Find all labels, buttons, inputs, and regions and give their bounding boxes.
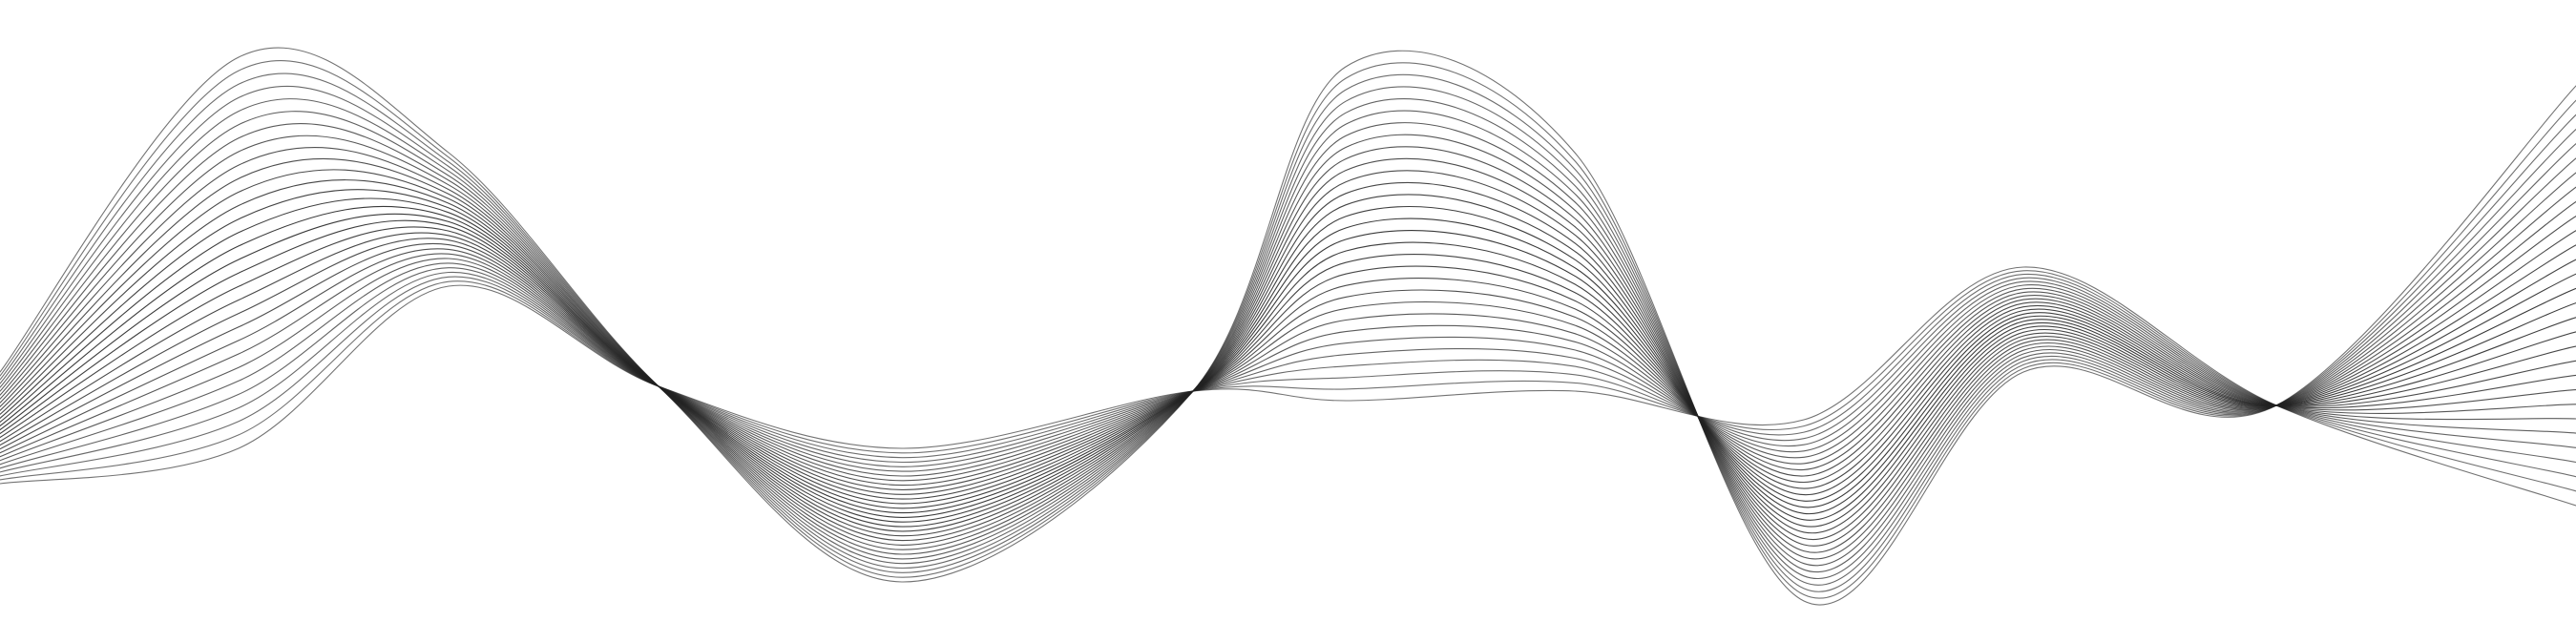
wave-line: [0, 146, 2576, 553]
wave-line: [0, 270, 2576, 492]
wave-line: [0, 85, 2576, 586]
wave-line: [0, 253, 2576, 482]
wave-line: [0, 248, 2576, 487]
wave-line: [0, 134, 2576, 560]
wave-line: [0, 189, 2576, 528]
wave-line: [0, 258, 2576, 477]
wave-line: [0, 122, 2576, 567]
wave-line: [0, 197, 2576, 523]
wave-line: [0, 232, 2576, 500]
wave-line: [0, 213, 2576, 514]
wave-line: [0, 274, 2576, 478]
wave-line: [0, 169, 2576, 541]
wave-lines-group: [0, 47, 2576, 606]
wave-line: [0, 179, 2576, 534]
wave-line: [0, 267, 2576, 469]
wave-line: [0, 262, 2576, 472]
wave-line: [0, 47, 2576, 606]
wave-line: [0, 242, 2576, 490]
wave-line: [0, 60, 2576, 599]
wave-line: [0, 219, 2576, 509]
wave-line: [0, 271, 2576, 473]
wave-line: [0, 157, 2576, 547]
wave-line: [0, 238, 2576, 495]
wave-line: [0, 226, 2576, 505]
wave-line: [0, 266, 2576, 507]
wave-line: [0, 110, 2576, 573]
wave-line: [0, 205, 2576, 518]
wave-line: [0, 98, 2576, 579]
wave-line: [0, 72, 2576, 592]
